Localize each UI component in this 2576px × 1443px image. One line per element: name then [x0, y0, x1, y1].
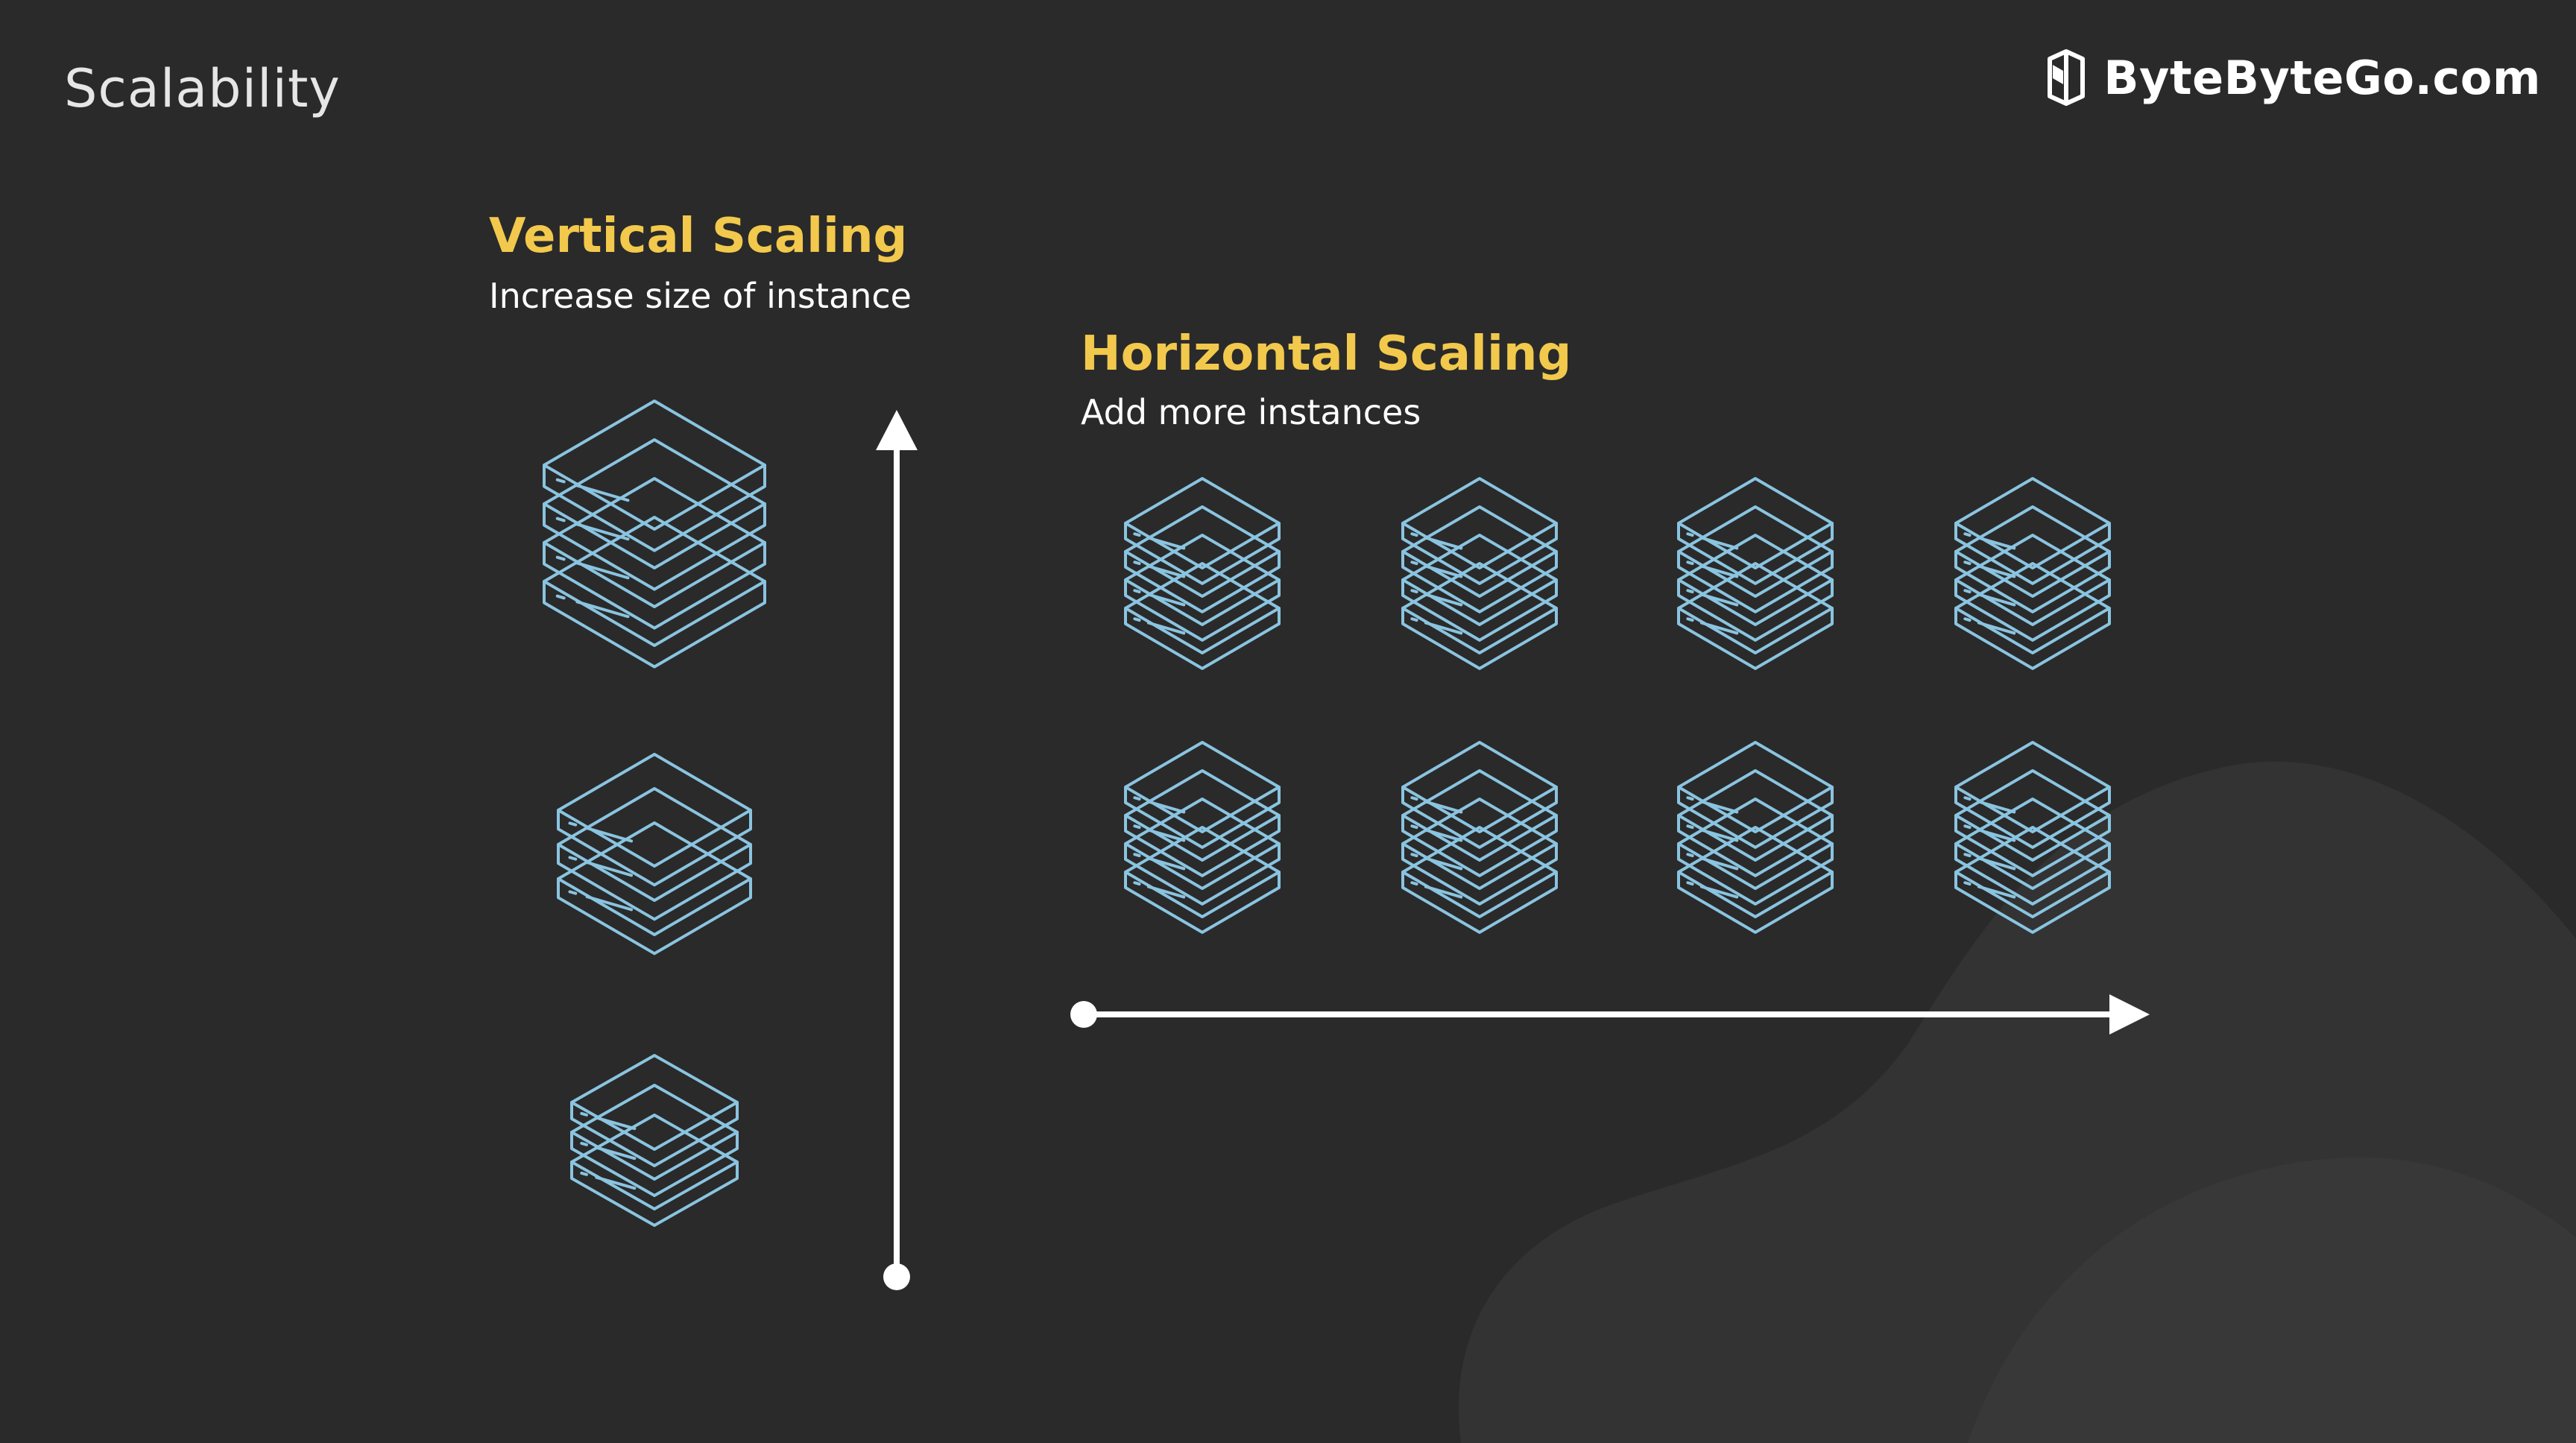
server-instance	[1954, 741, 2111, 934]
horizontal-arrow-head	[2109, 994, 2150, 1035]
server-instance	[1677, 477, 1834, 670]
server-instance	[1677, 741, 1834, 934]
server-instance	[1954, 477, 2111, 670]
server-stack-small	[570, 1054, 739, 1227]
server-instance	[1124, 741, 1281, 934]
brand-logo[interactable]: ByteByteGo.com	[2044, 43, 2541, 112]
horizontal-arrow-origin	[1070, 1001, 1097, 1028]
vertical-server-stacks	[543, 400, 766, 1227]
horizontal-scaling-title: Horizontal Scaling	[1081, 326, 1572, 382]
vertical-arrow	[876, 410, 918, 1290]
server-instance	[1124, 477, 1281, 670]
server-stack-large	[543, 400, 766, 669]
server-instance	[1401, 741, 1558, 934]
horizontal-arrow	[1070, 994, 2150, 1035]
brand-name: ByteByteGo.com	[2103, 50, 2541, 105]
vertical-arrow-origin	[883, 1263, 910, 1290]
horizontal-scaling-subtitle: Add more instances	[1081, 392, 1421, 432]
page-title: Scalability	[64, 58, 341, 119]
server-instance	[1401, 477, 1558, 670]
vertical-arrow-head	[876, 410, 918, 450]
server-stack-medium	[557, 753, 752, 956]
vertical-scaling-subtitle: Increase size of instance	[489, 276, 912, 316]
horizontal-server-grid	[1124, 477, 2111, 934]
bytebytego-logo-icon	[2048, 49, 2086, 106]
vertical-scaling-title: Vertical Scaling	[489, 209, 908, 264]
